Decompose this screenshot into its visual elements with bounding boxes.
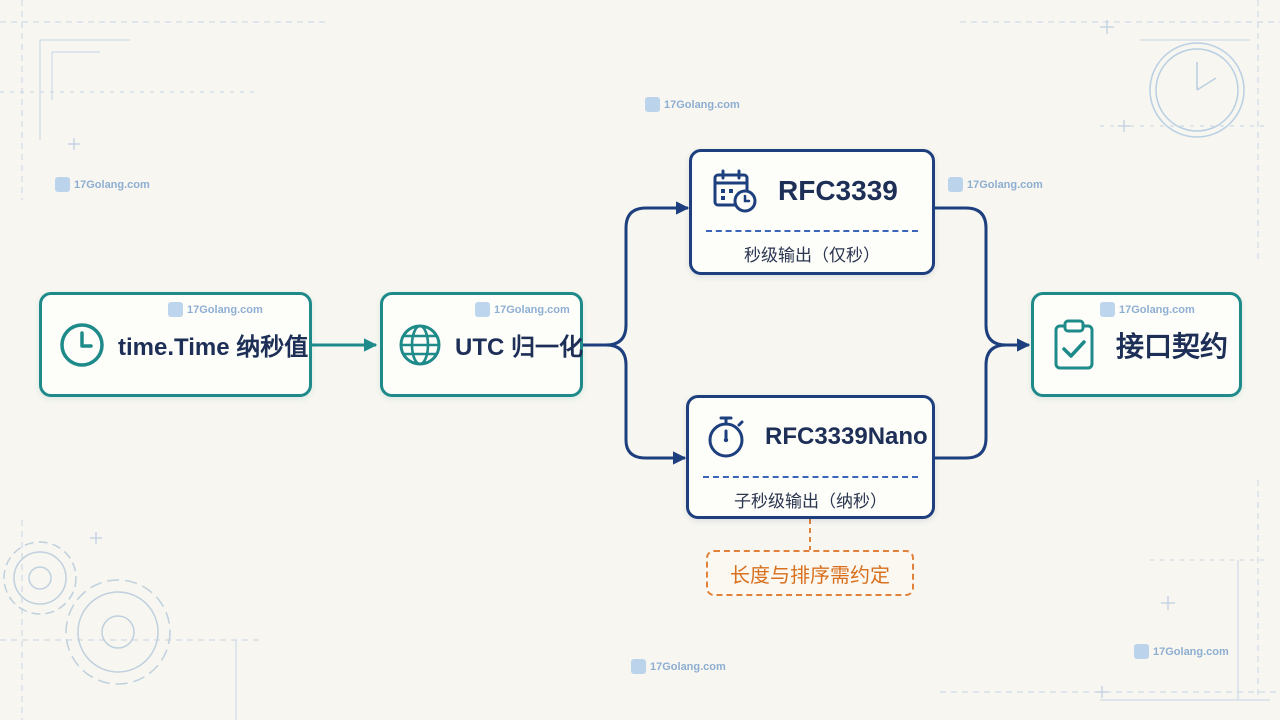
watermark: 17Golang.com xyxy=(168,302,263,317)
note-callout: 长度与排序需约定 xyxy=(706,550,914,596)
arrow-rfc3339-to-contract xyxy=(935,206,1031,352)
node-rfc3339nano-header: RFC3339Nano xyxy=(689,398,932,476)
watermark-logo-icon xyxy=(948,177,963,192)
watermark: 17Golang.com xyxy=(1134,644,1229,659)
node-rfc3339-subtitle: 秒级输出（仅秒） xyxy=(744,246,880,265)
node-rfc3339: RFC3339 秒级输出（仅秒） xyxy=(689,149,935,275)
node-utc-label: UTC 归一化 xyxy=(455,334,583,361)
watermark: 17Golang.com xyxy=(645,97,740,112)
watermark-logo-icon xyxy=(645,97,660,112)
globe-icon xyxy=(397,322,443,368)
watermark-logo-icon xyxy=(55,177,70,192)
divider xyxy=(703,476,918,478)
calendar-clock-icon xyxy=(712,168,758,214)
watermark-logo-icon xyxy=(1134,644,1149,659)
node-rfc3339-label: RFC3339 xyxy=(778,175,898,206)
watermark: 17Golang.com xyxy=(475,302,570,317)
watermark: 17Golang.com xyxy=(55,177,150,192)
watermark-logo-icon xyxy=(631,659,646,674)
watermark-logo-icon xyxy=(168,302,183,317)
node-contract-label: 接口契约 xyxy=(1116,330,1229,362)
stopwatch-icon xyxy=(703,414,749,460)
node-rfc3339-header: RFC3339 xyxy=(692,152,932,230)
divider xyxy=(706,230,918,232)
watermark-logo-icon xyxy=(1100,302,1115,317)
watermark-logo-icon xyxy=(475,302,490,317)
clock-icon xyxy=(58,321,106,369)
node-rfc3339nano-label: RFC3339Nano xyxy=(765,423,928,450)
arrow-utc-to-rfc3339 xyxy=(583,201,690,347)
node-rfc3339nano-subtitle: 子秒级输出（纳秒） xyxy=(734,492,887,511)
node-rfc3339nano: RFC3339Nano 子秒级输出（纳秒） xyxy=(686,395,935,519)
watermark: 17Golang.com xyxy=(948,177,1043,192)
arrow-nano-to-contract xyxy=(935,343,1007,460)
node-interface-contract: 接口契约 xyxy=(1031,292,1242,397)
arrow-utc-to-nano xyxy=(605,343,687,465)
watermark: 17Golang.com xyxy=(1100,302,1195,317)
node-time-source-label: time.Time 纳秒值 xyxy=(118,334,309,361)
clipboard-check-icon xyxy=(1052,319,1096,371)
watermark: 17Golang.com xyxy=(631,659,726,674)
